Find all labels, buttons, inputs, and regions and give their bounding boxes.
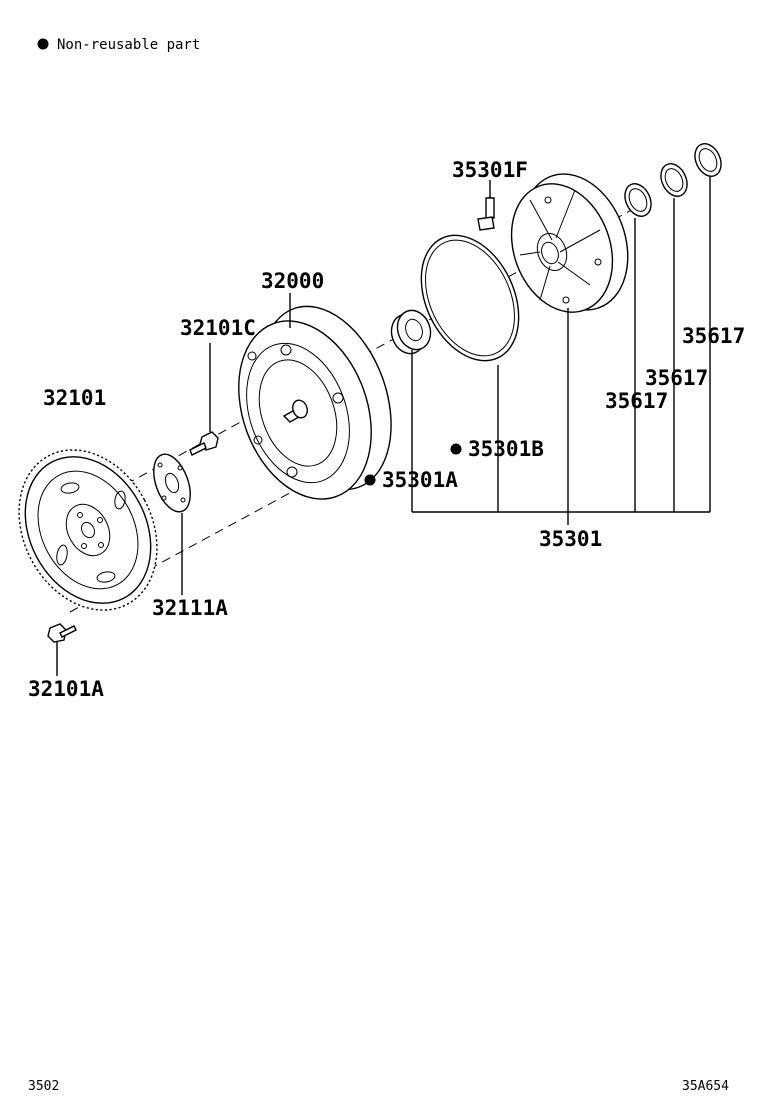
spacer-32111A[interactable] — [147, 449, 198, 516]
oil-seal-35301A[interactable] — [386, 306, 436, 359]
label-35301: 35301 — [539, 527, 602, 551]
bolt-35301F[interactable] — [477, 196, 495, 231]
label-35617-top: 35617 — [682, 324, 745, 348]
seal-ring-35617-c[interactable] — [690, 140, 726, 181]
label-32101: 32101 — [43, 386, 106, 410]
label-35301A: 35301A — [382, 468, 458, 492]
footer-right-code: 35A654 — [682, 1079, 729, 1094]
label-32000: 32000 — [261, 269, 324, 293]
label-35617-middle: 35617 — [645, 366, 708, 390]
legend-bullet-icon — [37, 38, 49, 50]
label-35301F: 35301F — [452, 158, 528, 182]
non-reusable-bullet-icon — [364, 474, 376, 486]
torque-converter-32000[interactable] — [215, 288, 415, 517]
o-ring-35301B[interactable] — [402, 220, 538, 377]
non-reusable-bullet-icon — [450, 443, 462, 455]
label-35617-bottom: 35617 — [605, 389, 668, 413]
label-32111A: 32111A — [152, 596, 228, 620]
bolt-32101A[interactable] — [47, 623, 77, 643]
label-35301B: 35301B — [468, 437, 544, 461]
label-32101C: 32101C — [180, 316, 256, 340]
legend-text: Non-reusable part — [57, 37, 200, 53]
footer-left-code: 3502 — [28, 1079, 59, 1094]
label-32101A: 32101A — [28, 677, 104, 701]
assembly-bracket-35301 — [411, 177, 711, 525]
seal-ring-35617-a[interactable] — [620, 180, 656, 221]
drive-plate-32101[interactable] — [0, 426, 184, 634]
seal-ring-35617-b[interactable] — [656, 160, 692, 201]
oil-pump-body[interactable] — [494, 159, 646, 326]
bolt-32101C[interactable] — [189, 431, 219, 456]
